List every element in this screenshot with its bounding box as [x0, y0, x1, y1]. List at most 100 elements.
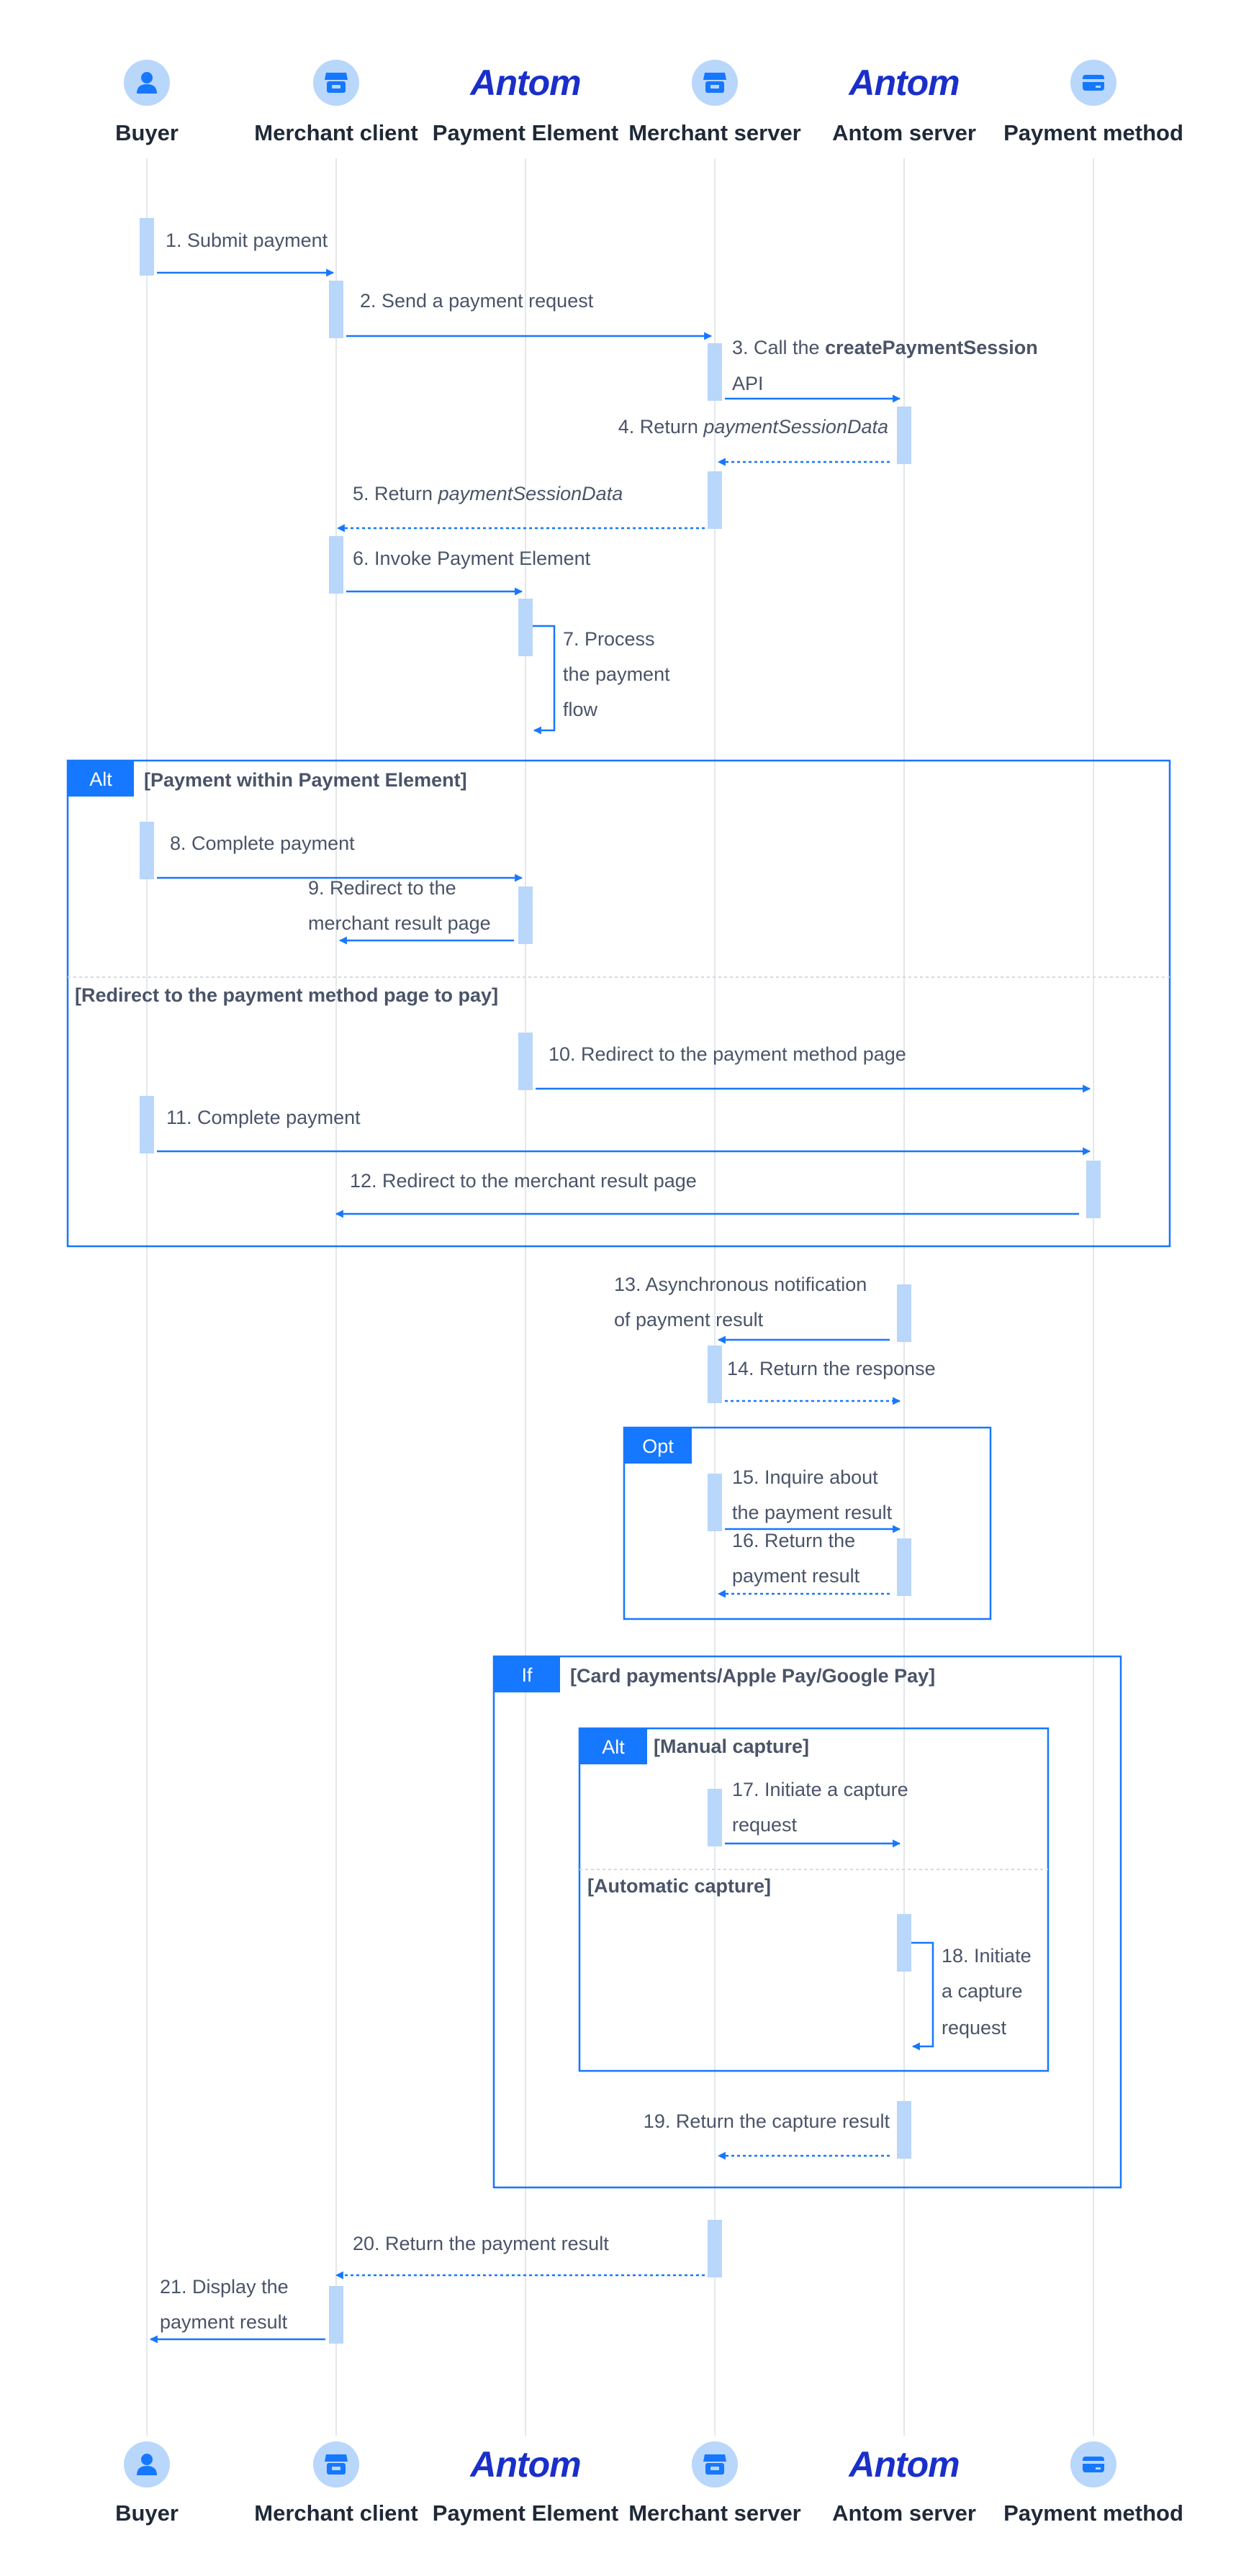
- message-label-segment: paymentSessionData: [703, 416, 888, 437]
- fragment-alt: Alt[Manual capture][Automatic capture]: [578, 1727, 1050, 2072]
- fragment-condition: [Manual capture]: [654, 1736, 809, 1757]
- activation-bar: [518, 886, 533, 944]
- message-label: 12. Redirect to the merchant result page: [350, 1170, 697, 1192]
- fragment-tag: [579, 1728, 647, 1764]
- message-label: the payment: [563, 663, 670, 685]
- self-message-arrow: [911, 1941, 934, 2051]
- message-label-segment: 17. Initiate a capture: [732, 1779, 908, 1800]
- message-label: request: [942, 2017, 1007, 2038]
- participant-name: Payment method: [1003, 2500, 1183, 2526]
- fragment-if: If[Card payments/Apple Pay/Google Pay]: [492, 1655, 1122, 2189]
- participant-name: Antom server: [832, 120, 976, 145]
- message-label: 3. Call the createPaymentSession: [732, 337, 1038, 358]
- fragment-opt: Opt: [623, 1426, 992, 1620]
- message-label-segment: merchant result page: [308, 912, 491, 934]
- message-label: 2. Send a payment request: [360, 290, 594, 312]
- message-label: payment result: [732, 1565, 860, 1587]
- message-label: 19. Return the capture result: [644, 2110, 890, 2132]
- message-label: 10. Redirect to the payment method page: [549, 1043, 906, 1065]
- message-label-segment: 13. Asynchronous notification: [614, 1274, 867, 1295]
- message-label: 7. Process: [563, 628, 655, 650]
- message-label-segment: paymentSessionData: [438, 483, 623, 504]
- message-20: 20. Return the payment result: [335, 2233, 705, 2280]
- message-label: 18. Initiate: [942, 1945, 1032, 1967]
- message-label: 11. Complete payment: [166, 1107, 361, 1128]
- message-12: 12. Redirect to the merchant result page: [335, 1170, 1079, 1218]
- message-label: 15. Inquire about: [732, 1466, 878, 1488]
- message-11: 11. Complete payment: [157, 1107, 1091, 1156]
- message-label-segment: 1. Submit payment: [166, 230, 328, 251]
- message-label: payment result: [160, 2311, 288, 2333]
- activation-bar: [1086, 1161, 1101, 1218]
- message-label: 5. Return paymentSessionData: [353, 483, 623, 504]
- message-19: 19. Return the capture result: [644, 2110, 890, 2160]
- participant-buyer-bottom: Buyer: [115, 2441, 179, 2526]
- store-icon: [692, 60, 738, 106]
- message-label: 13. Asynchronous notification: [614, 1274, 867, 1295]
- activation-bar: [140, 822, 154, 879]
- participant-merchant-client-bottom: Merchant client: [254, 2441, 418, 2526]
- message-5: 5. Return paymentSessionData: [336, 483, 705, 532]
- message-label-segment: 2. Send a payment request: [360, 290, 594, 312]
- fragment-tag-label: Alt: [602, 1736, 625, 1758]
- antom-logo: Antom: [847, 63, 959, 103]
- fragment-tag-label: If: [521, 1664, 533, 1686]
- message-6: 6. Invoke Payment Element: [346, 548, 591, 596]
- participant-name: Antom server: [832, 2500, 976, 2526]
- participant-name: Payment Element: [433, 2500, 618, 2526]
- message-label-segment: 15. Inquire about: [732, 1466, 878, 1488]
- message-2: 2. Send a payment request: [346, 290, 713, 340]
- message-label: merchant result page: [308, 912, 491, 934]
- message-label-segment: 20. Return the payment result: [353, 2233, 609, 2254]
- participant-name: Merchant server: [628, 2500, 801, 2526]
- message-14: 14. Return the response: [725, 1358, 936, 1405]
- activation-bar: [518, 599, 533, 656]
- message-label: 21. Display the: [160, 2276, 289, 2298]
- message-label-segment: 4. Return: [618, 416, 704, 437]
- participant-name: Merchant server: [628, 120, 801, 145]
- message-label-segment: 6. Invoke Payment Element: [353, 548, 591, 569]
- activation-bar: [329, 281, 343, 338]
- message-label-segment: API: [732, 373, 764, 394]
- message-label-segment: 9. Redirect to the: [308, 877, 456, 899]
- message-label-segment: request: [732, 1814, 798, 1836]
- activation-bar: [140, 1096, 154, 1153]
- fragment-tag-label: Alt: [89, 768, 112, 790]
- store-icon: [313, 2441, 359, 2487]
- message-label: of payment result: [614, 1309, 764, 1330]
- activation-bar: [329, 2286, 343, 2344]
- message-label-segment: 5. Return: [353, 483, 438, 504]
- message-label: 20. Return the payment result: [353, 2233, 609, 2254]
- message-label-segment: createPaymentSession: [825, 337, 1038, 358]
- message-1: 1. Submit payment: [157, 230, 335, 277]
- message-label-segment: 8. Complete payment: [170, 833, 355, 854]
- activation-bar: [708, 471, 722, 529]
- fragment-tag: [494, 1656, 560, 1692]
- message-label-segment: 21. Display the: [160, 2276, 289, 2298]
- message-label-segment: the payment: [563, 663, 670, 685]
- store-icon: [313, 60, 359, 106]
- fragment-condition: [Redirect to the payment method page to …: [75, 984, 498, 1006]
- message-label-segment: of payment result: [614, 1309, 764, 1330]
- fragment-tag: [68, 761, 134, 797]
- antom-logo: Antom: [469, 2444, 580, 2485]
- message-label: 14. Return the response: [727, 1358, 936, 1379]
- message-8: 8. Complete payment: [157, 833, 523, 882]
- participant-payment-method-bottom: Payment method: [1003, 2441, 1183, 2526]
- person-icon: [124, 2441, 170, 2487]
- message-label-segment: 3. Call the: [732, 337, 825, 358]
- message-label-segment: payment result: [160, 2311, 288, 2333]
- activation-bar: [897, 1914, 911, 1972]
- message-label: 9. Redirect to the: [308, 877, 456, 899]
- antom-logo: Antom: [847, 2444, 959, 2485]
- participant-merchant-server-top: Merchant server: [628, 60, 801, 145]
- activation-bar: [897, 1284, 911, 1342]
- store-icon: [692, 2441, 738, 2487]
